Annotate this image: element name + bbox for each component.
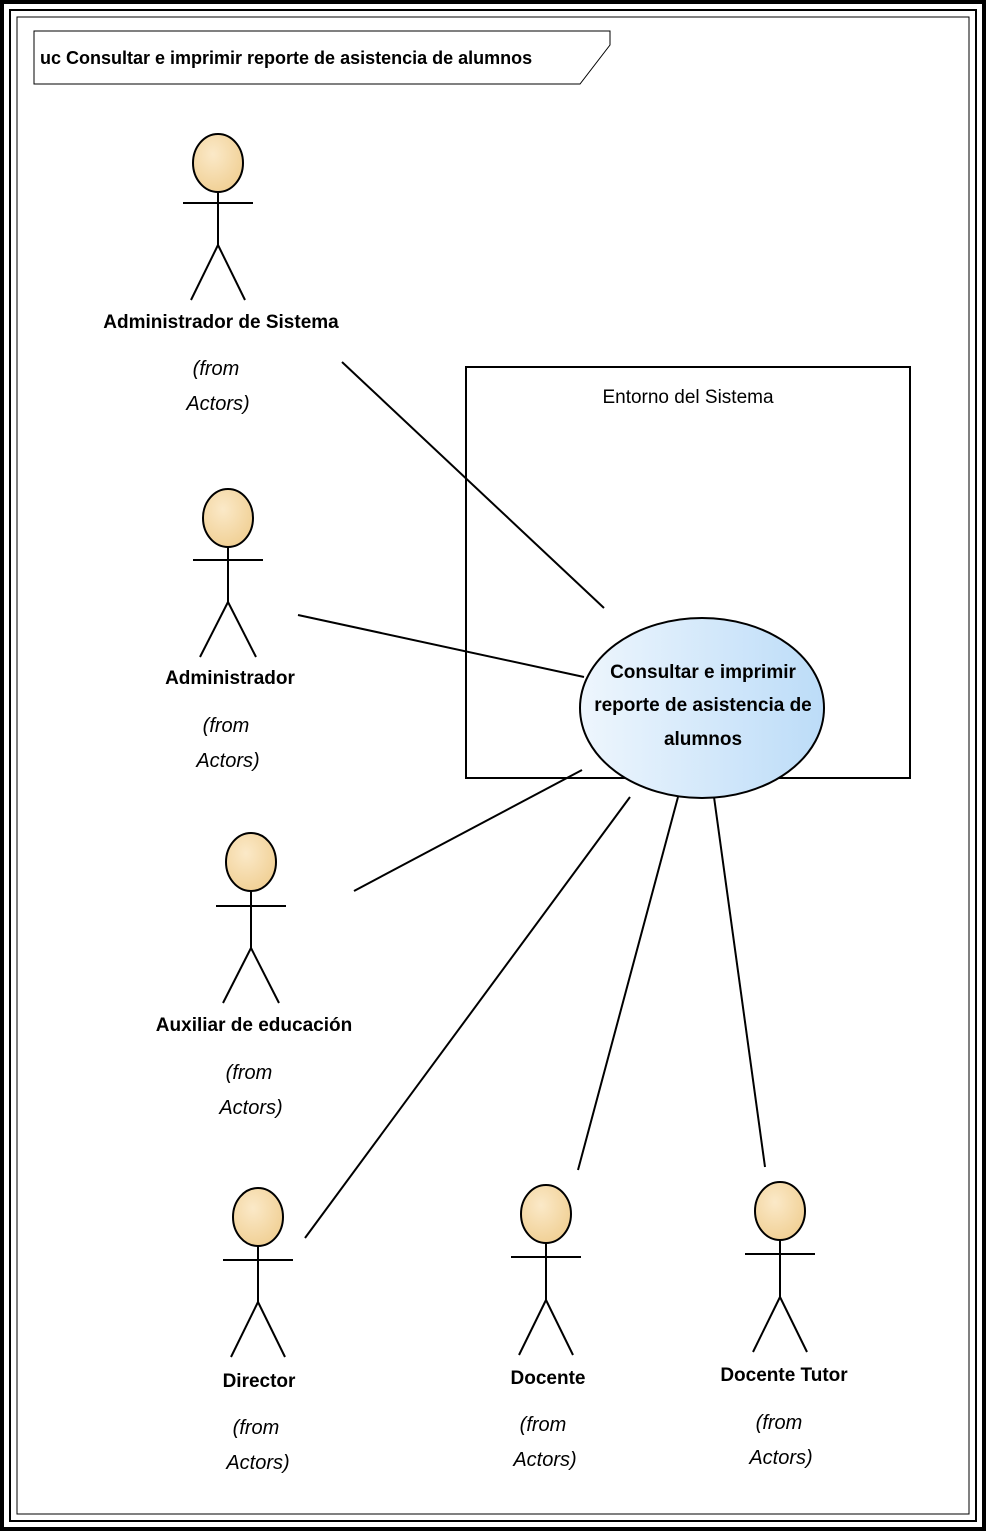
actor-auxiliar-de-educacion [216, 832, 286, 1004]
actor-from-line-2: Actors) [185, 393, 249, 415]
system-boundary-label: Entorno del Sistema [602, 387, 774, 408]
actor-name: Docente [511, 1368, 586, 1389]
actor-right-leg [217, 244, 246, 301]
actor-head [232, 1187, 284, 1247]
actor-from-line-2: Actors) [512, 1449, 576, 1471]
use-case-label-line-2: reporte de asistencia de [594, 695, 812, 716]
actor-from-line-2: Actors) [748, 1447, 812, 1469]
association-director [304, 796, 631, 1239]
actor-docente-tutor [745, 1181, 815, 1353]
use-case-label-line-3: alumnos [664, 729, 742, 750]
use-case-ellipse [579, 617, 825, 799]
actor-head [225, 832, 277, 892]
association-administrador [297, 614, 585, 678]
actor-from-line-1: (from [203, 715, 250, 737]
actor-head [520, 1184, 572, 1244]
actor-head [192, 133, 244, 193]
association-auxiliar-de-educacion [353, 769, 583, 892]
actor-right-leg [250, 947, 280, 1004]
actor-from-line-1: (from [756, 1412, 803, 1434]
actor-name: Director [223, 1371, 296, 1392]
frame-title-tab [33, 30, 611, 85]
actor-right-leg [779, 1296, 808, 1353]
actor-from-line-2: Actors) [218, 1097, 282, 1119]
actor-right-leg [545, 1299, 574, 1356]
actor-right-leg [227, 601, 257, 658]
actor-left-leg [518, 1299, 547, 1356]
association-administrador-de-sistema [341, 361, 605, 609]
association-docente-tutor [713, 796, 766, 1168]
actor-director [223, 1187, 293, 1358]
actor-right-leg [257, 1301, 286, 1358]
actor-from-line-2: Actors) [225, 1452, 289, 1474]
actor-from-line-1: (from [233, 1417, 280, 1439]
actor-left-leg [752, 1296, 781, 1353]
actor-left-leg [190, 244, 219, 301]
actor-head [202, 488, 254, 548]
actor-docente [511, 1184, 581, 1356]
actor-name: Administrador de Sistema [103, 312, 339, 333]
actor-head [754, 1181, 806, 1241]
actor-from-line-1: (from [193, 358, 240, 380]
actor-name: Administrador [165, 668, 295, 689]
actor-left-leg [222, 947, 252, 1004]
actor-name: Auxiliar de educación [156, 1015, 352, 1036]
use-case-label-line-1: Consultar e imprimir [610, 662, 796, 683]
actor-from-line-1: (from [226, 1062, 273, 1084]
actor-administrador [193, 488, 263, 658]
association-docente [577, 796, 679, 1171]
actor-name: Docente Tutor [720, 1365, 848, 1386]
frame-content-border [16, 16, 970, 1515]
actor-from-line-2: Actors) [195, 750, 259, 772]
actor-left-leg [230, 1301, 259, 1358]
actor-left-leg [199, 601, 229, 658]
frame-inner-border [9, 9, 977, 1522]
actor-administrador-de-sistema [183, 133, 253, 301]
actor-from-line-1: (from [520, 1414, 567, 1436]
frame-title: uc Consultar e imprimir reporte de asist… [40, 48, 532, 68]
